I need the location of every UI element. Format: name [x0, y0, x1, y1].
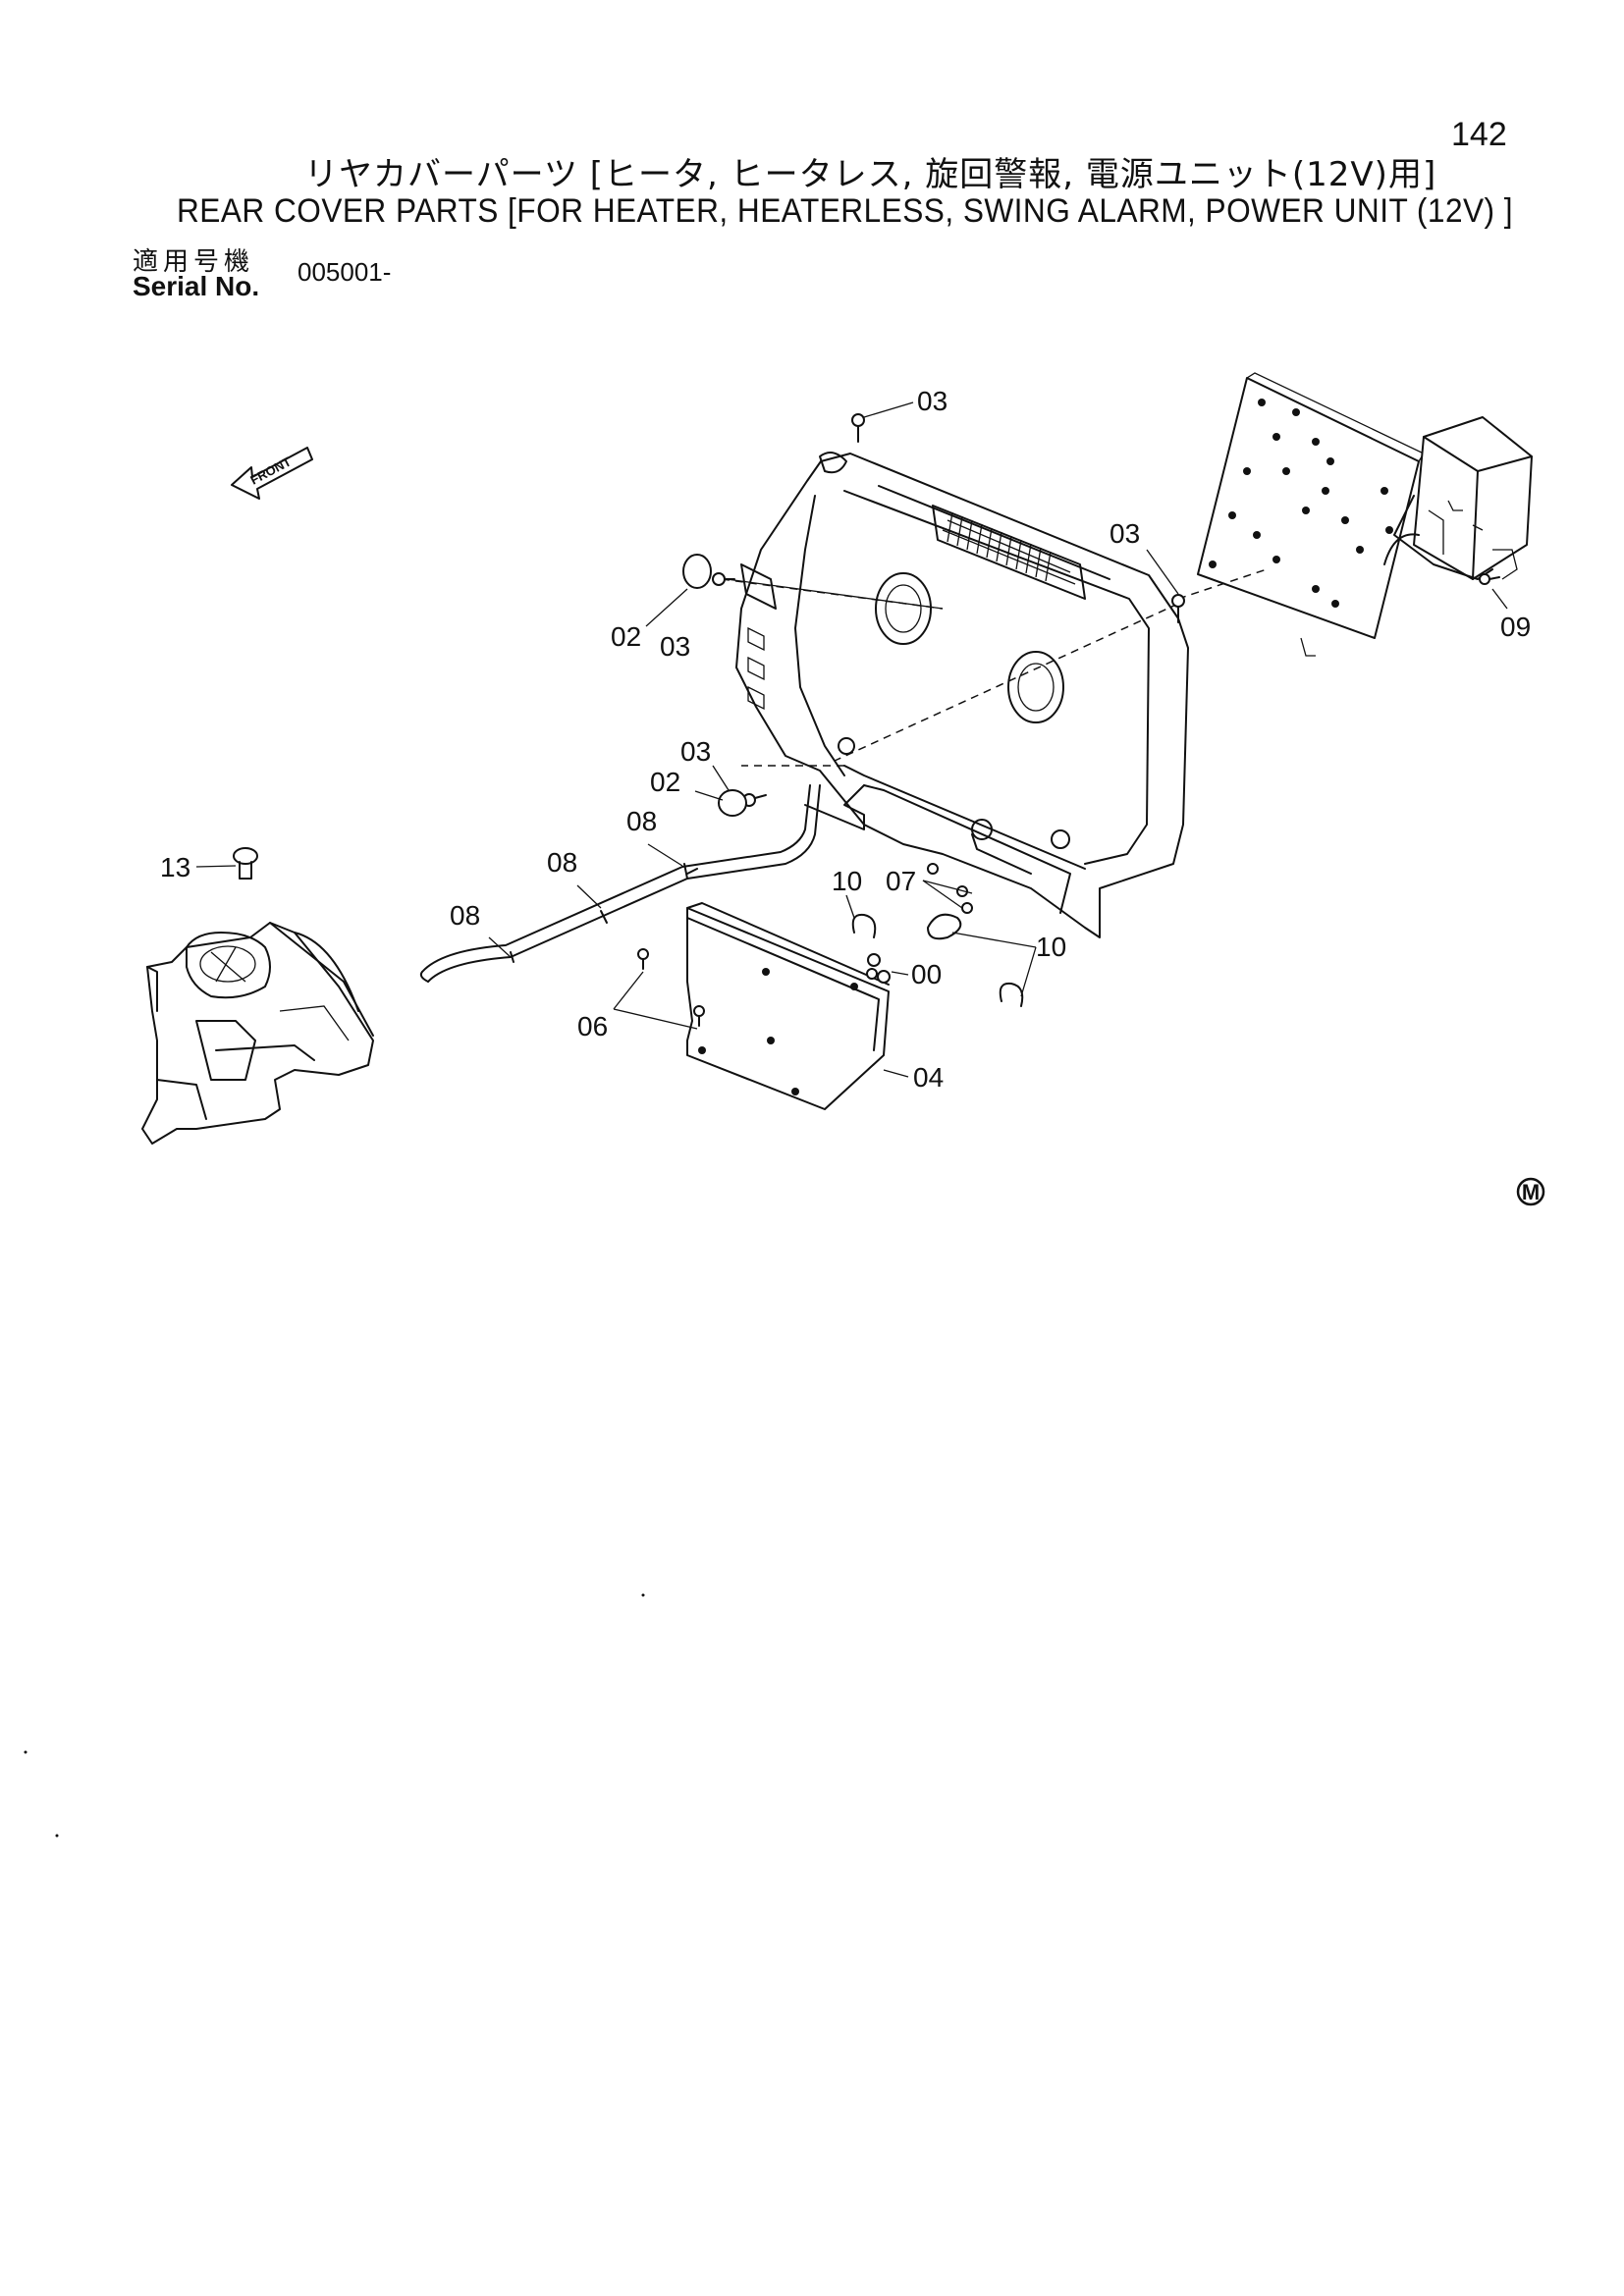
- bolt-icon: [1479, 573, 1500, 585]
- callout-07: 07: [886, 866, 916, 896]
- callout-08: 08: [547, 847, 577, 878]
- hose-clamp: [851, 913, 1024, 1007]
- callout-06: 06: [577, 1011, 608, 1041]
- bolt-icon: [961, 902, 973, 914]
- callout-03: 03: [680, 736, 711, 767]
- cover-vent-grille: [947, 511, 1052, 582]
- m-mark-icon: M: [1516, 1177, 1545, 1206]
- callout-08: 08: [626, 806, 657, 836]
- rear-cover-panel: [735, 452, 1189, 938]
- callout-10: 10: [832, 866, 862, 896]
- title-japanese: リヤカバーパーツ [ヒータ, ヒータレス, 旋回警報, 電源ユニット(12V)用…: [304, 155, 1437, 194]
- nut-icon: [866, 953, 891, 984]
- leader-lines: [195, 401, 1508, 1078]
- m-mark-label: M: [1522, 1180, 1540, 1204]
- serial-label-english: Serial No.: [133, 271, 260, 301]
- callout-08: 08: [450, 900, 480, 931]
- bolt-icon: [1171, 594, 1185, 623]
- callout-labels: 03 03 09 02 03 03 02 08 08 08 13 10 07 1…: [160, 386, 1531, 1093]
- bolt-icon: [927, 863, 939, 875]
- fasteners: [637, 413, 1500, 1027]
- callout-03: 03: [1110, 518, 1140, 549]
- bolt-icon: [637, 948, 649, 970]
- cap-icon: [718, 789, 747, 817]
- cover-bracket: [804, 784, 1032, 875]
- bolt-icon: [851, 413, 865, 443]
- page-number: 142: [1451, 116, 1507, 153]
- serial-label-japanese: 適用号機: [133, 247, 255, 277]
- callout-02: 02: [650, 767, 680, 797]
- callout-10: 10: [1036, 932, 1066, 962]
- cap-icon: [682, 554, 712, 589]
- callout-03: 03: [917, 386, 947, 416]
- under-cover-plate: [686, 902, 890, 1110]
- callout-02: 02: [611, 621, 641, 652]
- heater-hose: [419, 784, 821, 983]
- heater-unit: [141, 847, 374, 1145]
- callout-00: 00: [911, 959, 942, 989]
- callout-13: 13: [160, 852, 190, 882]
- serial-number-value: 005001-: [298, 257, 392, 287]
- mounting-plate: [1197, 372, 1425, 657]
- front-arrow-icon: FRONT: [231, 447, 313, 500]
- callout-09: 09: [1500, 612, 1531, 642]
- title-english: REAR COVER PARTS [FOR HEATER, HEATERLESS…: [177, 192, 1514, 230]
- callout-04: 04: [913, 1062, 944, 1093]
- callout-03: 03: [660, 631, 690, 662]
- bolt-icon: [693, 1005, 705, 1027]
